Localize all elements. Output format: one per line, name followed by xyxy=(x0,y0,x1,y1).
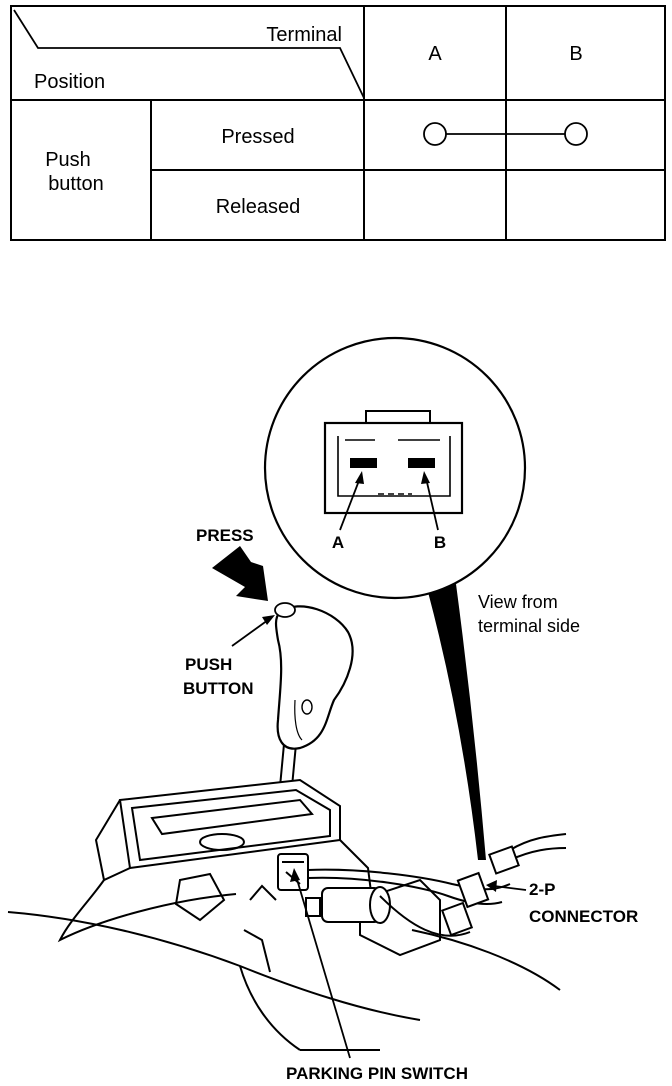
shift-knob-highlight xyxy=(294,699,303,741)
connector-label-line1: 2-P xyxy=(529,880,555,899)
continuity-terminal-a xyxy=(423,122,447,146)
harness-wire-external xyxy=(509,833,567,861)
terminal-a-pin xyxy=(350,458,377,468)
connector-housing xyxy=(323,421,464,515)
row-label-released: Released xyxy=(216,196,301,218)
two-pin-connector xyxy=(440,845,520,937)
connector-latch-tab xyxy=(365,410,431,424)
press-arrow-icon xyxy=(212,546,268,601)
solenoid-end-cap xyxy=(369,886,391,924)
shift-lever xyxy=(274,602,354,809)
small-plug xyxy=(305,897,321,917)
push-button-label-line1: PUSH xyxy=(185,655,232,674)
header-position: Position xyxy=(34,71,105,93)
terminal-b-leader xyxy=(425,477,439,531)
console-lower-body xyxy=(57,879,237,943)
header-col-a: A xyxy=(428,43,442,65)
parking-pin-leader xyxy=(295,875,351,1059)
press-label: PRESS xyxy=(196,526,254,545)
harness-wire-1 xyxy=(307,868,511,891)
console-bracket xyxy=(359,878,441,957)
console-right-sweep xyxy=(411,929,561,991)
terminal-a-label: A xyxy=(332,533,344,552)
console-side-left xyxy=(94,799,131,882)
view-from-label-line1: View from xyxy=(478,592,558,612)
push-button-label-line2: BUTTON xyxy=(183,679,254,698)
push-button-leader xyxy=(231,619,269,647)
header-diagonal xyxy=(13,9,365,99)
connector-arrowhead xyxy=(486,880,497,892)
connector-half-2 xyxy=(440,901,474,937)
console-base-curve xyxy=(7,911,421,1021)
terminal-b-arrowhead xyxy=(421,471,430,484)
connector-leader xyxy=(493,885,527,891)
header-col-b: B xyxy=(569,43,582,65)
console-floor-curve xyxy=(239,965,380,1051)
terminal-b-label: B xyxy=(434,533,446,552)
console-plate-rim xyxy=(130,788,331,862)
row-label-pressed: Pressed xyxy=(221,126,294,148)
connector-zoom-view: A B xyxy=(263,336,527,860)
connector-label-line2: CONNECTOR xyxy=(529,907,638,926)
connector-inner-outline xyxy=(337,436,451,497)
terminal-a-leader xyxy=(339,477,361,531)
connector-mating-half xyxy=(488,845,520,875)
parking-pin-arrowhead xyxy=(290,868,300,882)
continuity-table: Terminal Position A B Push button Presse… xyxy=(10,5,666,241)
row-group-label-line2: button xyxy=(48,173,104,195)
console-gate-boss xyxy=(199,833,245,851)
console-mount-left xyxy=(174,872,226,922)
terminal-b-pin xyxy=(408,458,435,468)
connector-half-1 xyxy=(456,871,490,909)
zoom-leader-wedge xyxy=(428,584,486,860)
header-terminal: Terminal xyxy=(266,24,342,46)
row-group-label-line1: Push xyxy=(45,149,91,171)
console-gate-slot xyxy=(150,798,314,836)
shift-knob-emblem xyxy=(301,699,313,715)
harness-wire-2 xyxy=(307,876,503,905)
harness-wire-3 xyxy=(379,895,471,937)
console-mount-detail xyxy=(243,884,277,973)
terminal-a-arrowhead xyxy=(355,471,364,484)
continuity-terminal-b xyxy=(564,122,588,146)
push-button-arrowhead xyxy=(262,615,275,625)
parking-pin-switch-assembly xyxy=(277,853,391,924)
push-button-nub xyxy=(274,602,296,618)
view-from-label-line2: terminal side xyxy=(478,616,580,636)
table-border xyxy=(10,5,666,241)
shifter-console xyxy=(7,778,561,1051)
parking-pin-switch-label: PARKING PIN SWITCH xyxy=(286,1064,468,1083)
shift-lever-knob xyxy=(274,605,354,750)
